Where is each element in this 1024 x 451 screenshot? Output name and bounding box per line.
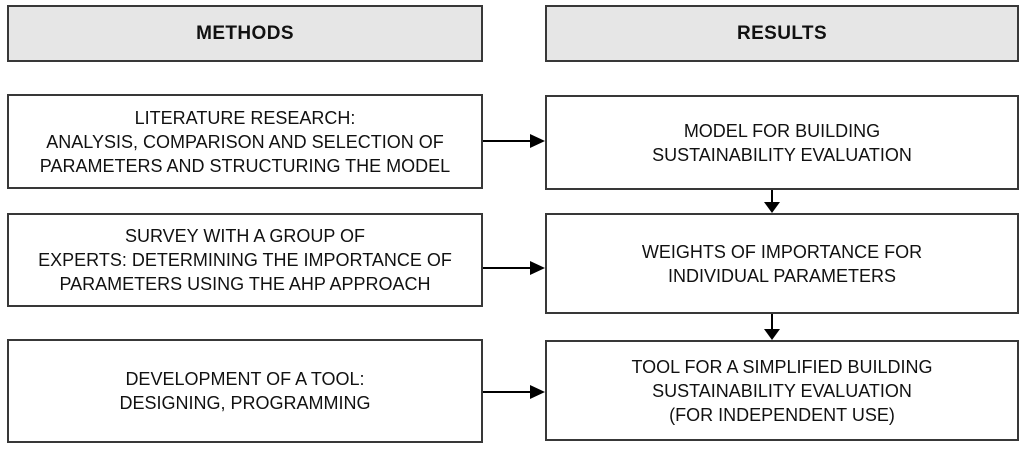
arrow-line [483,267,532,269]
results-header-box: RESULTS [545,5,1019,62]
arrow-line [771,190,773,204]
arrow-right-icon-3 [483,385,545,399]
arrow-right-icon-2 [483,261,545,275]
results-box-1-label: MODEL FOR BUILDING SUSTAINABILITY EVALUA… [652,120,912,165]
arrow-line [771,314,773,331]
methods-box-2: SURVEY WITH A GROUP OF EXPERTS: DETERMIN… [7,213,483,307]
arrow-down-icon-1 [764,190,780,213]
results-box-3: TOOL FOR A SIMPLIFIED BUILDING SUSTAINAB… [545,340,1019,441]
methods-header-box: METHODS [7,5,483,62]
methods-box-1: LITERATURE RESEARCH: ANALYSIS, COMPARISO… [7,94,483,189]
methods-box-2-label: SURVEY WITH A GROUP OF EXPERTS: DETERMIN… [38,226,452,294]
results-box-1: MODEL FOR BUILDING SUSTAINABILITY EVALUA… [545,95,1019,190]
arrow-head [764,329,780,340]
arrow-head [530,385,545,399]
results-box-3-label: TOOL FOR A SIMPLIFIED BUILDING SUSTAINAB… [631,356,933,425]
methods-header-label: METHODS [196,22,294,44]
arrow-down-icon-2 [764,314,780,340]
methods-box-3: DEVELOPMENT OF A TOOL: DESIGNING, PROGRA… [7,339,483,443]
arrow-line [483,391,532,393]
arrow-head [530,261,545,275]
methods-box-3-label: DEVELOPMENT OF A TOOL: DESIGNING, PROGRA… [119,369,371,413]
arrow-line [483,140,532,142]
results-box-2-label: WEIGHTS OF IMPORTANCE FOR INDIVIDUAL PAR… [641,241,923,286]
arrow-right-icon-1 [483,134,545,148]
arrow-head [764,202,780,213]
results-header-label: RESULTS [736,22,828,44]
methods-box-1-label: LITERATURE RESEARCH: ANALYSIS, COMPARISO… [39,107,451,176]
arrow-head [530,134,545,148]
results-box-2: WEIGHTS OF IMPORTANCE FOR INDIVIDUAL PAR… [545,213,1019,314]
